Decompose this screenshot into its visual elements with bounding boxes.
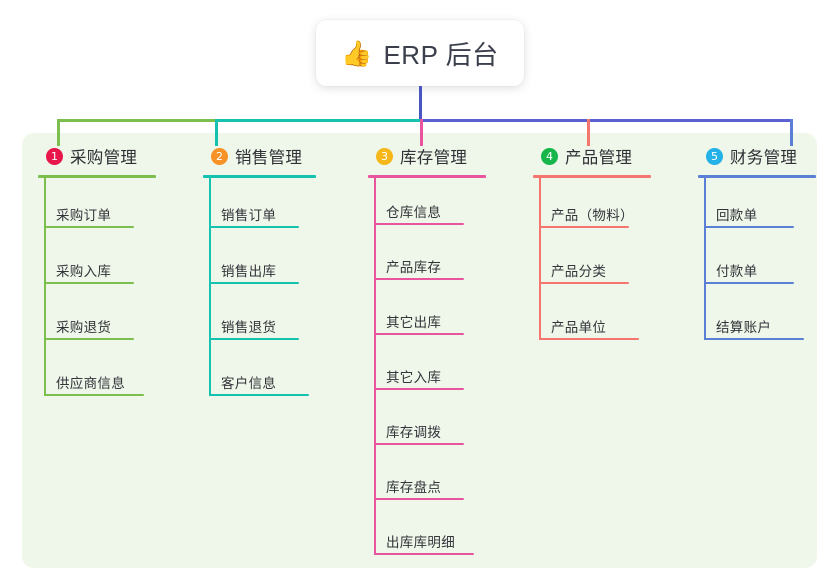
leaf-label: 采购退货	[56, 320, 112, 335]
leaf-label: 采购入库	[56, 264, 112, 279]
leaf-underline[interactable]	[539, 226, 629, 228]
branch-column-2: 2 销售管理销售订单销售出库销售退货客户信息	[195, 144, 316, 396]
branch-underline-1	[38, 175, 156, 178]
bus-segment-1	[57, 119, 218, 122]
branch-badge-1: 1	[46, 147, 63, 165]
root-title: ERP 后台	[383, 39, 499, 70]
branch-drop-1	[57, 119, 60, 146]
branch-drop-4	[587, 119, 590, 146]
leaf-underline[interactable]	[44, 338, 134, 340]
leaf-underline[interactable]	[704, 282, 794, 284]
leaf-label: 产品单位	[551, 320, 607, 335]
branch-column-5: 5 财务管理回款单付款单结算账户	[690, 144, 816, 340]
leaf-label: 销售退货	[221, 320, 277, 335]
branch-spine-1	[44, 178, 46, 396]
branch-spine-2	[209, 178, 211, 396]
bus-segment-2	[215, 119, 423, 122]
leaf-underline[interactable]	[209, 226, 299, 228]
leaf-underline[interactable]	[209, 338, 299, 340]
branch-badge-4: 4	[541, 147, 558, 165]
branch-spine-4	[539, 178, 541, 340]
leaf-underline[interactable]	[704, 226, 794, 228]
leaf-label: 回款单	[716, 208, 758, 223]
branch-underline-5	[698, 175, 816, 178]
leaf-underline[interactable]	[374, 333, 464, 335]
leaf-underline[interactable]	[44, 226, 134, 228]
leaf-label: 产品库存	[386, 260, 442, 275]
branch-column-1: 1 采购管理采购订单采购入库采购退货供应商信息	[30, 144, 156, 396]
branch-badge-5: 5	[706, 147, 723, 165]
branch-title-5: 财务管理	[730, 149, 798, 167]
branch-drop-3	[420, 119, 423, 146]
branch-header-3[interactable]: 3 库存管理	[360, 144, 467, 168]
branch-underline-2	[203, 175, 316, 178]
leaf-underline[interactable]	[539, 282, 629, 284]
bus-segment-3	[420, 119, 793, 122]
leaf-underline[interactable]	[44, 282, 134, 284]
leaf-underline[interactable]	[374, 388, 464, 390]
branch-spine-3	[374, 178, 376, 555]
root-node[interactable]: 👍 ERP 后台	[316, 20, 524, 86]
branch-title-2: 销售管理	[235, 149, 303, 167]
leaf-label: 供应商信息	[56, 376, 125, 391]
leaf-label: 销售订单	[221, 208, 277, 223]
leaf-label: 库存调拨	[386, 425, 442, 440]
leaf-underline[interactable]	[374, 223, 464, 225]
branch-badge-2: 2	[211, 147, 228, 165]
branch-title-3: 库存管理	[400, 149, 468, 167]
leaf-label: 出库库明细	[386, 535, 455, 550]
branch-title-1: 采购管理	[70, 149, 138, 167]
branch-column-4: 4 产品管理产品（物料） 产品分类产品单位	[525, 144, 651, 340]
leaf-label: 结算账户	[716, 320, 772, 335]
leaf-underline[interactable]	[209, 282, 299, 284]
leaf-label: 其它入库	[386, 370, 442, 385]
leaf-label: 其它出库	[386, 315, 442, 330]
leaf-label: 销售出库	[221, 264, 277, 279]
leaf-label: 采购订单	[56, 208, 112, 223]
branches-panel	[22, 133, 817, 568]
root-stem	[419, 86, 422, 122]
branch-header-2[interactable]: 2 销售管理	[195, 144, 302, 168]
branch-underline-4	[533, 175, 651, 178]
branch-header-4[interactable]: 4 产品管理	[525, 144, 632, 168]
leaf-underline[interactable]	[209, 394, 309, 396]
branch-badge-3: 3	[376, 147, 393, 165]
leaf-underline[interactable]	[374, 553, 474, 555]
leaf-label: 产品（物料）	[551, 208, 634, 223]
leaf-label: 付款单	[716, 264, 758, 279]
leaf-underline[interactable]	[704, 338, 804, 340]
leaf-label: 仓库信息	[386, 205, 442, 220]
branch-title-4: 产品管理	[565, 149, 633, 167]
branch-drop-2	[215, 119, 218, 146]
branch-spine-5	[704, 178, 706, 340]
leaf-label: 客户信息	[221, 376, 277, 391]
leaf-underline[interactable]	[539, 338, 639, 340]
leaf-underline[interactable]	[374, 278, 464, 280]
branch-header-5[interactable]: 5 财务管理	[690, 144, 797, 168]
branch-column-3: 3 库存管理仓库信息产品库存其它出库其它入库库存调拨库存盘点出库库明细	[360, 144, 486, 555]
branch-header-1[interactable]: 1 采购管理	[30, 144, 137, 168]
leaf-underline[interactable]	[44, 394, 144, 396]
branch-underline-3	[368, 175, 486, 178]
leaf-label: 产品分类	[551, 264, 607, 279]
leaf-underline[interactable]	[374, 498, 464, 500]
branch-drop-5	[790, 119, 793, 146]
thumbs-up-icon: 👍	[341, 39, 373, 68]
leaf-underline[interactable]	[374, 443, 464, 445]
leaf-label: 库存盘点	[386, 480, 442, 495]
